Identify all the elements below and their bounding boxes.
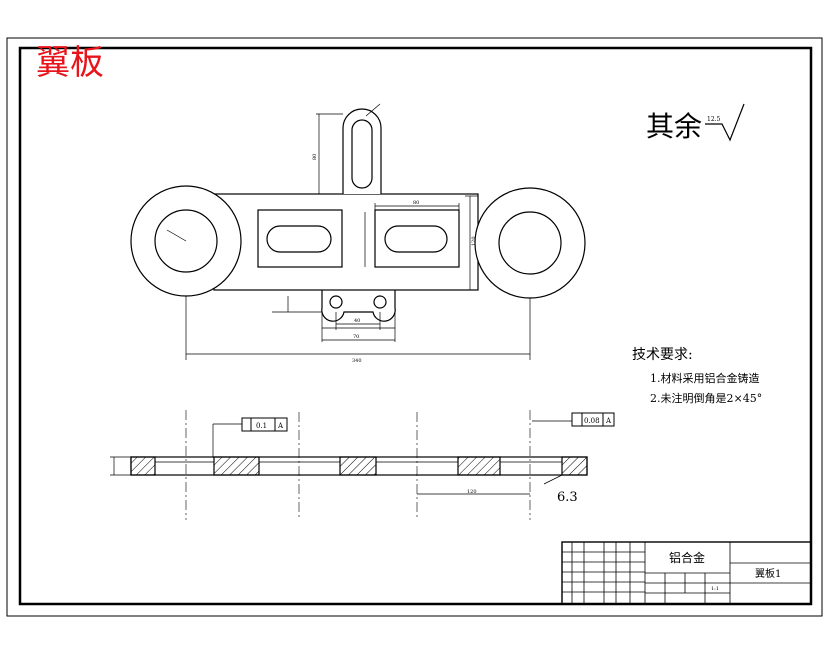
right-window [374, 209, 460, 268]
section-view [130, 456, 588, 476]
tech-requirements: 技术要求: 1.材料采用铝合金铸造 2.未注明倒角是2×45° [632, 347, 762, 405]
roughness-note: 其余 12.5 [646, 103, 745, 143]
parallelism-value: 0.08 [584, 417, 600, 425]
dim-tab-height: 80 [312, 154, 318, 160]
dim-height-right: 120 [471, 236, 477, 246]
lug-hole-left [329, 295, 343, 309]
dim-overall-length: 340 [352, 358, 362, 364]
tech-heading: 技术要求: [632, 347, 693, 363]
tech-item-1: 1.材料采用铝合金铸造 [650, 371, 760, 385]
title-block [561, 541, 812, 605]
section-centerlines [185, 410, 531, 520]
inner-frame [18, 46, 813, 606]
section-texts: 120 6.3 [467, 489, 578, 505]
tech-item-2: 2.未注明倒角是2×45° [650, 391, 762, 405]
right-boss-bore [498, 211, 562, 275]
roughness-symbol [705, 103, 745, 142]
right-window-slot [384, 225, 448, 253]
title-part-name: 翼板1 [755, 567, 781, 580]
tab-slot [351, 119, 373, 189]
plan-dimension-texts: 340 40 70 80 120 80 [312, 154, 477, 364]
title-block-texts: 铝合金 翼板1 1:1 [669, 550, 781, 592]
plan-view [130, 108, 586, 322]
plate-body [213, 193, 479, 291]
dim-section-offset: 120 [467, 489, 477, 495]
title-material: 铝合金 [669, 550, 705, 565]
left-window [257, 209, 343, 268]
flatness-value: 0.1 [256, 422, 267, 430]
plan-dimensions [166, 103, 531, 360]
parallelism-frame: 0.08 A [571, 412, 615, 427]
right-boss-outer [474, 187, 586, 299]
bottom-lugs [321, 290, 396, 322]
flatness-datum: A [277, 422, 284, 430]
section-dimensions [110, 420, 572, 495]
dim-pin-spacing: 40 [354, 318, 360, 324]
flatness-frame: 0.1 A [241, 417, 288, 432]
title-scale: 1:1 [711, 586, 719, 592]
drawing-title: 翼板 [36, 43, 104, 83]
outer-border [6, 37, 823, 617]
top-tab [342, 108, 382, 194]
dim-window-width: 80 [413, 200, 419, 206]
left-window-slot [266, 225, 332, 253]
dim-pin-width: 70 [353, 334, 359, 340]
left-boss-bore [154, 209, 218, 273]
lug-hole-right [373, 295, 387, 309]
roughness-label: 其余 [646, 110, 702, 143]
parallelism-datum: A [605, 417, 612, 425]
surface-finish-value: 6.3 [557, 490, 578, 505]
roughness-value: 12.5 [707, 116, 721, 123]
